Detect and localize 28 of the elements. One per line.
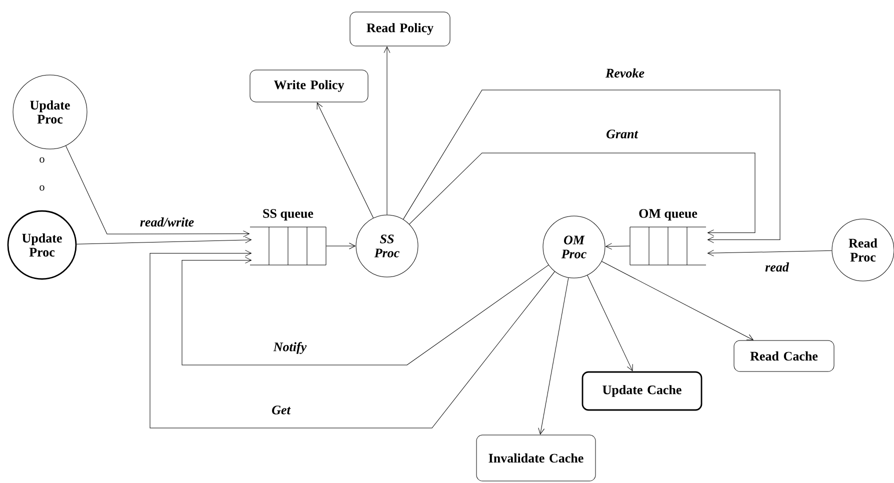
edge-label: Get <box>270 404 292 416</box>
ellipsis-mark: o <box>40 185 44 191</box>
arrow <box>76 236 252 244</box>
arrow <box>409 152 756 236</box>
cache-box: Invalidate Cache <box>476 434 596 482</box>
arrow <box>182 256 549 366</box>
arrow <box>316 102 374 218</box>
arrow <box>384 46 390 215</box>
queue-drawing: SS queue <box>250 209 326 266</box>
cache-box: Update Cache <box>582 371 702 411</box>
policy-box: Write Policy <box>250 70 368 102</box>
arrow <box>606 243 630 250</box>
arrow <box>326 242 356 250</box>
arrow <box>66 146 250 238</box>
arrow <box>150 250 555 428</box>
arrow <box>587 275 633 372</box>
edge-label: Revoke <box>604 67 646 79</box>
arrow <box>602 261 754 340</box>
policy-box: Read Policy <box>350 12 450 46</box>
arrow <box>538 278 569 434</box>
arrow <box>708 250 832 256</box>
edge-label: read/write <box>138 216 196 228</box>
arrow <box>403 90 780 244</box>
edge-label: read <box>764 261 790 273</box>
queue-drawing: OM queue <box>630 209 706 266</box>
edge-label: Grant <box>605 128 639 140</box>
edge-label: Notify <box>272 341 308 355</box>
cache-box: Read Cache <box>734 340 834 372</box>
